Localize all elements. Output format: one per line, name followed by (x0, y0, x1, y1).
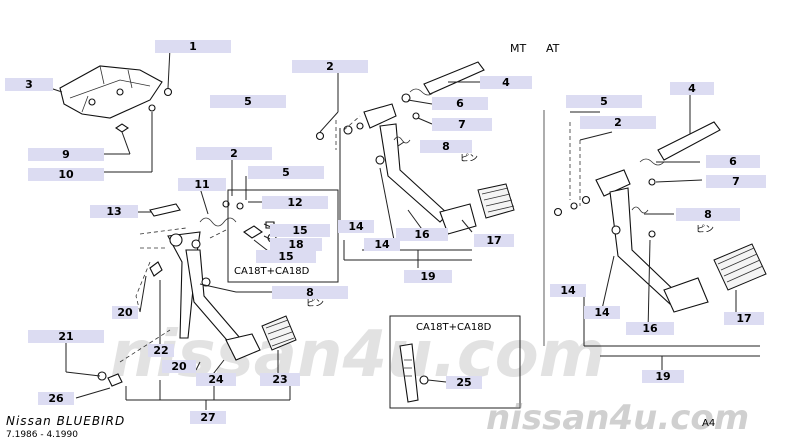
callout-25[interactable]: 25 (446, 376, 482, 389)
callout-5-right[interactable]: 5 (566, 95, 642, 108)
watermark-footer: nissan4u.com (486, 398, 750, 438)
callout-5-left[interactable]: 5 (210, 95, 286, 108)
callout-20-b[interactable]: 20 (162, 360, 196, 373)
pin-note-left: ピン (306, 299, 325, 309)
callout-2-mid[interactable]: 2 (196, 147, 272, 160)
callout-5-mid[interactable]: 5 (248, 166, 324, 179)
callout-14-a[interactable]: 14 (338, 220, 374, 233)
callout-2-right[interactable]: 2 (580, 116, 656, 129)
callout-21[interactable]: 21 (28, 330, 104, 343)
callout-11[interactable]: 11 (178, 178, 226, 191)
callout-15-a[interactable]: 15 (270, 224, 330, 237)
callout-16-mid[interactable]: 16 (396, 228, 448, 241)
callout-7-right[interactable]: 7 (706, 175, 766, 188)
callout-4-right[interactable]: 4 (670, 82, 714, 95)
callout-13[interactable]: 13 (90, 205, 138, 218)
callout-15-b[interactable]: 15 (256, 250, 316, 263)
callout-12[interactable]: 12 (262, 196, 328, 209)
callout-23[interactable]: 23 (260, 373, 300, 386)
callout-14-b[interactable]: 14 (364, 238, 400, 251)
callout-8-mid[interactable]: 8 (420, 140, 472, 153)
at-label: AT (546, 42, 560, 55)
callout-24[interactable]: 24 (196, 373, 236, 386)
clutch-pedal-assembly (97, 200, 297, 387)
callout-2-left[interactable]: 2 (292, 60, 368, 73)
brake-pedal-assembly-at (553, 121, 767, 313)
callout-19-right[interactable]: 19 (642, 370, 684, 383)
pin-note-mid: ピン (460, 154, 479, 164)
footer-code: A4 (702, 418, 716, 429)
callout-7-mid[interactable]: 7 (432, 118, 492, 131)
callout-9[interactable]: 9 (28, 148, 104, 161)
mt-label: MT (510, 42, 527, 55)
variant-box-top-caption: CA18T+CA18D (234, 266, 310, 277)
callout-4-mid[interactable]: 4 (480, 76, 532, 89)
callout-26[interactable]: 26 (38, 392, 74, 405)
callout-6-right[interactable]: 6 (706, 155, 760, 168)
variant-box-bottom-caption: CA18T+CA18D (416, 322, 492, 333)
callout-8-right[interactable]: 8 (676, 208, 740, 221)
callout-6-mid[interactable]: 6 (432, 97, 488, 110)
watermark-main: nissan4u.com (110, 318, 606, 392)
callout-14-d[interactable]: 14 (584, 306, 620, 319)
callout-20-a[interactable]: 20 (112, 306, 138, 319)
bracket-assembly (59, 65, 173, 133)
footer-dates: 7.1986 - 4.1990 (6, 430, 78, 440)
callout-10[interactable]: 10 (28, 168, 104, 181)
callout-22[interactable]: 22 (148, 344, 174, 357)
callout-1[interactable]: 1 (155, 40, 231, 53)
variant-box-top (227, 189, 339, 283)
callout-18[interactable]: 18 (270, 238, 322, 251)
callout-19-mid[interactable]: 19 (404, 270, 452, 283)
variant-box-bottom (389, 315, 521, 409)
pin-note-right: ピン (696, 225, 715, 235)
callout-17-right[interactable]: 17 (724, 312, 764, 325)
callout-14-c[interactable]: 14 (550, 284, 586, 297)
callout-16-right[interactable]: 16 (626, 322, 674, 335)
callout-8-left[interactable]: 8 (272, 286, 348, 299)
footer-model: Nissan BLUEBIRD (6, 414, 126, 428)
callout-17-mid[interactable]: 17 (474, 234, 514, 247)
callout-27[interactable]: 27 (190, 411, 226, 424)
callout-3[interactable]: 3 (5, 78, 53, 91)
